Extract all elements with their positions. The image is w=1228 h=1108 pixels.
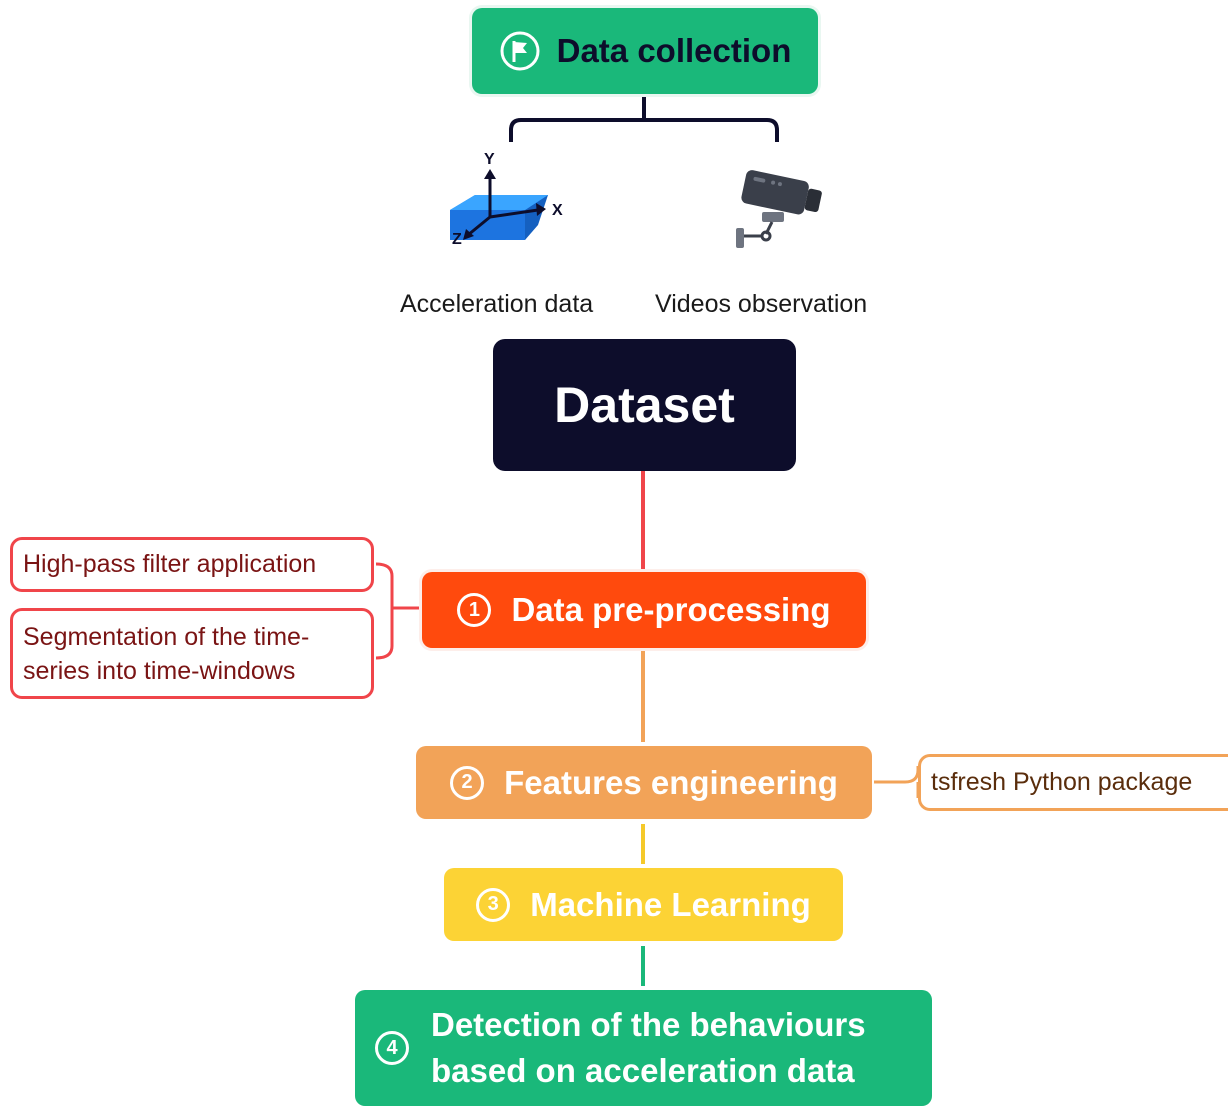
dataset-label: Dataset xyxy=(554,377,735,433)
step-number-1: 1 xyxy=(457,593,492,627)
step-number-3: 3 xyxy=(476,887,511,922)
note-segmentation-line-1: Segmentation of the time- xyxy=(23,622,310,651)
data-collection-label: Data collection xyxy=(556,32,792,69)
note-high-pass-filter: High-pass filter application xyxy=(10,537,374,592)
step-features-label: Features engineering xyxy=(504,763,838,801)
step-preprocessing-node: 1 Data pre-processing xyxy=(422,572,866,648)
features-note-connector xyxy=(874,766,920,798)
data-collection-node: Data collection xyxy=(472,8,818,94)
step-detection-label: Detection of the behaviours based on acc… xyxy=(431,1002,866,1094)
step-ml-node: 3 Machine Learning xyxy=(444,868,843,941)
notes-bracket xyxy=(375,562,394,660)
accelerometer-icon: Y X Z xyxy=(430,145,580,260)
flag-icon xyxy=(499,30,541,72)
step-detection-node: 4 Detection of the behaviours based on a… xyxy=(355,990,932,1106)
dataset-node: Dataset xyxy=(493,339,796,471)
y-axis-label: Y xyxy=(484,151,495,168)
step-number-4: 4 xyxy=(375,1031,409,1065)
step-preprocessing-label: Data pre-processing xyxy=(511,591,831,628)
note-segmentation: Segmentation of the time- series into ti… xyxy=(10,608,374,699)
note-segmentation-line-2: series into time-windows xyxy=(23,656,296,685)
note-tsfresh: tsfresh Python package xyxy=(918,754,1228,811)
acceleration-data-caption: Acceleration data xyxy=(400,290,594,318)
videos-observation-caption: Videos observation xyxy=(655,290,868,318)
note-tsfresh-label: tsfresh Python package xyxy=(931,768,1193,796)
step-ml-label: Machine Learning xyxy=(530,885,811,923)
z-axis-label: Z xyxy=(452,231,462,248)
step-detection-line-2: based on acceleration data xyxy=(431,1052,855,1089)
step-detection-line-1: Detection of the behaviours xyxy=(431,1006,866,1043)
camera-icon xyxy=(728,168,828,258)
sources-bracket xyxy=(509,118,779,142)
step-number-2: 2 xyxy=(450,765,485,800)
x-axis-label: X xyxy=(552,202,563,219)
step-features-node: 2 Features engineering xyxy=(416,746,872,819)
note-high-pass-filter-label: High-pass filter application xyxy=(23,550,317,578)
